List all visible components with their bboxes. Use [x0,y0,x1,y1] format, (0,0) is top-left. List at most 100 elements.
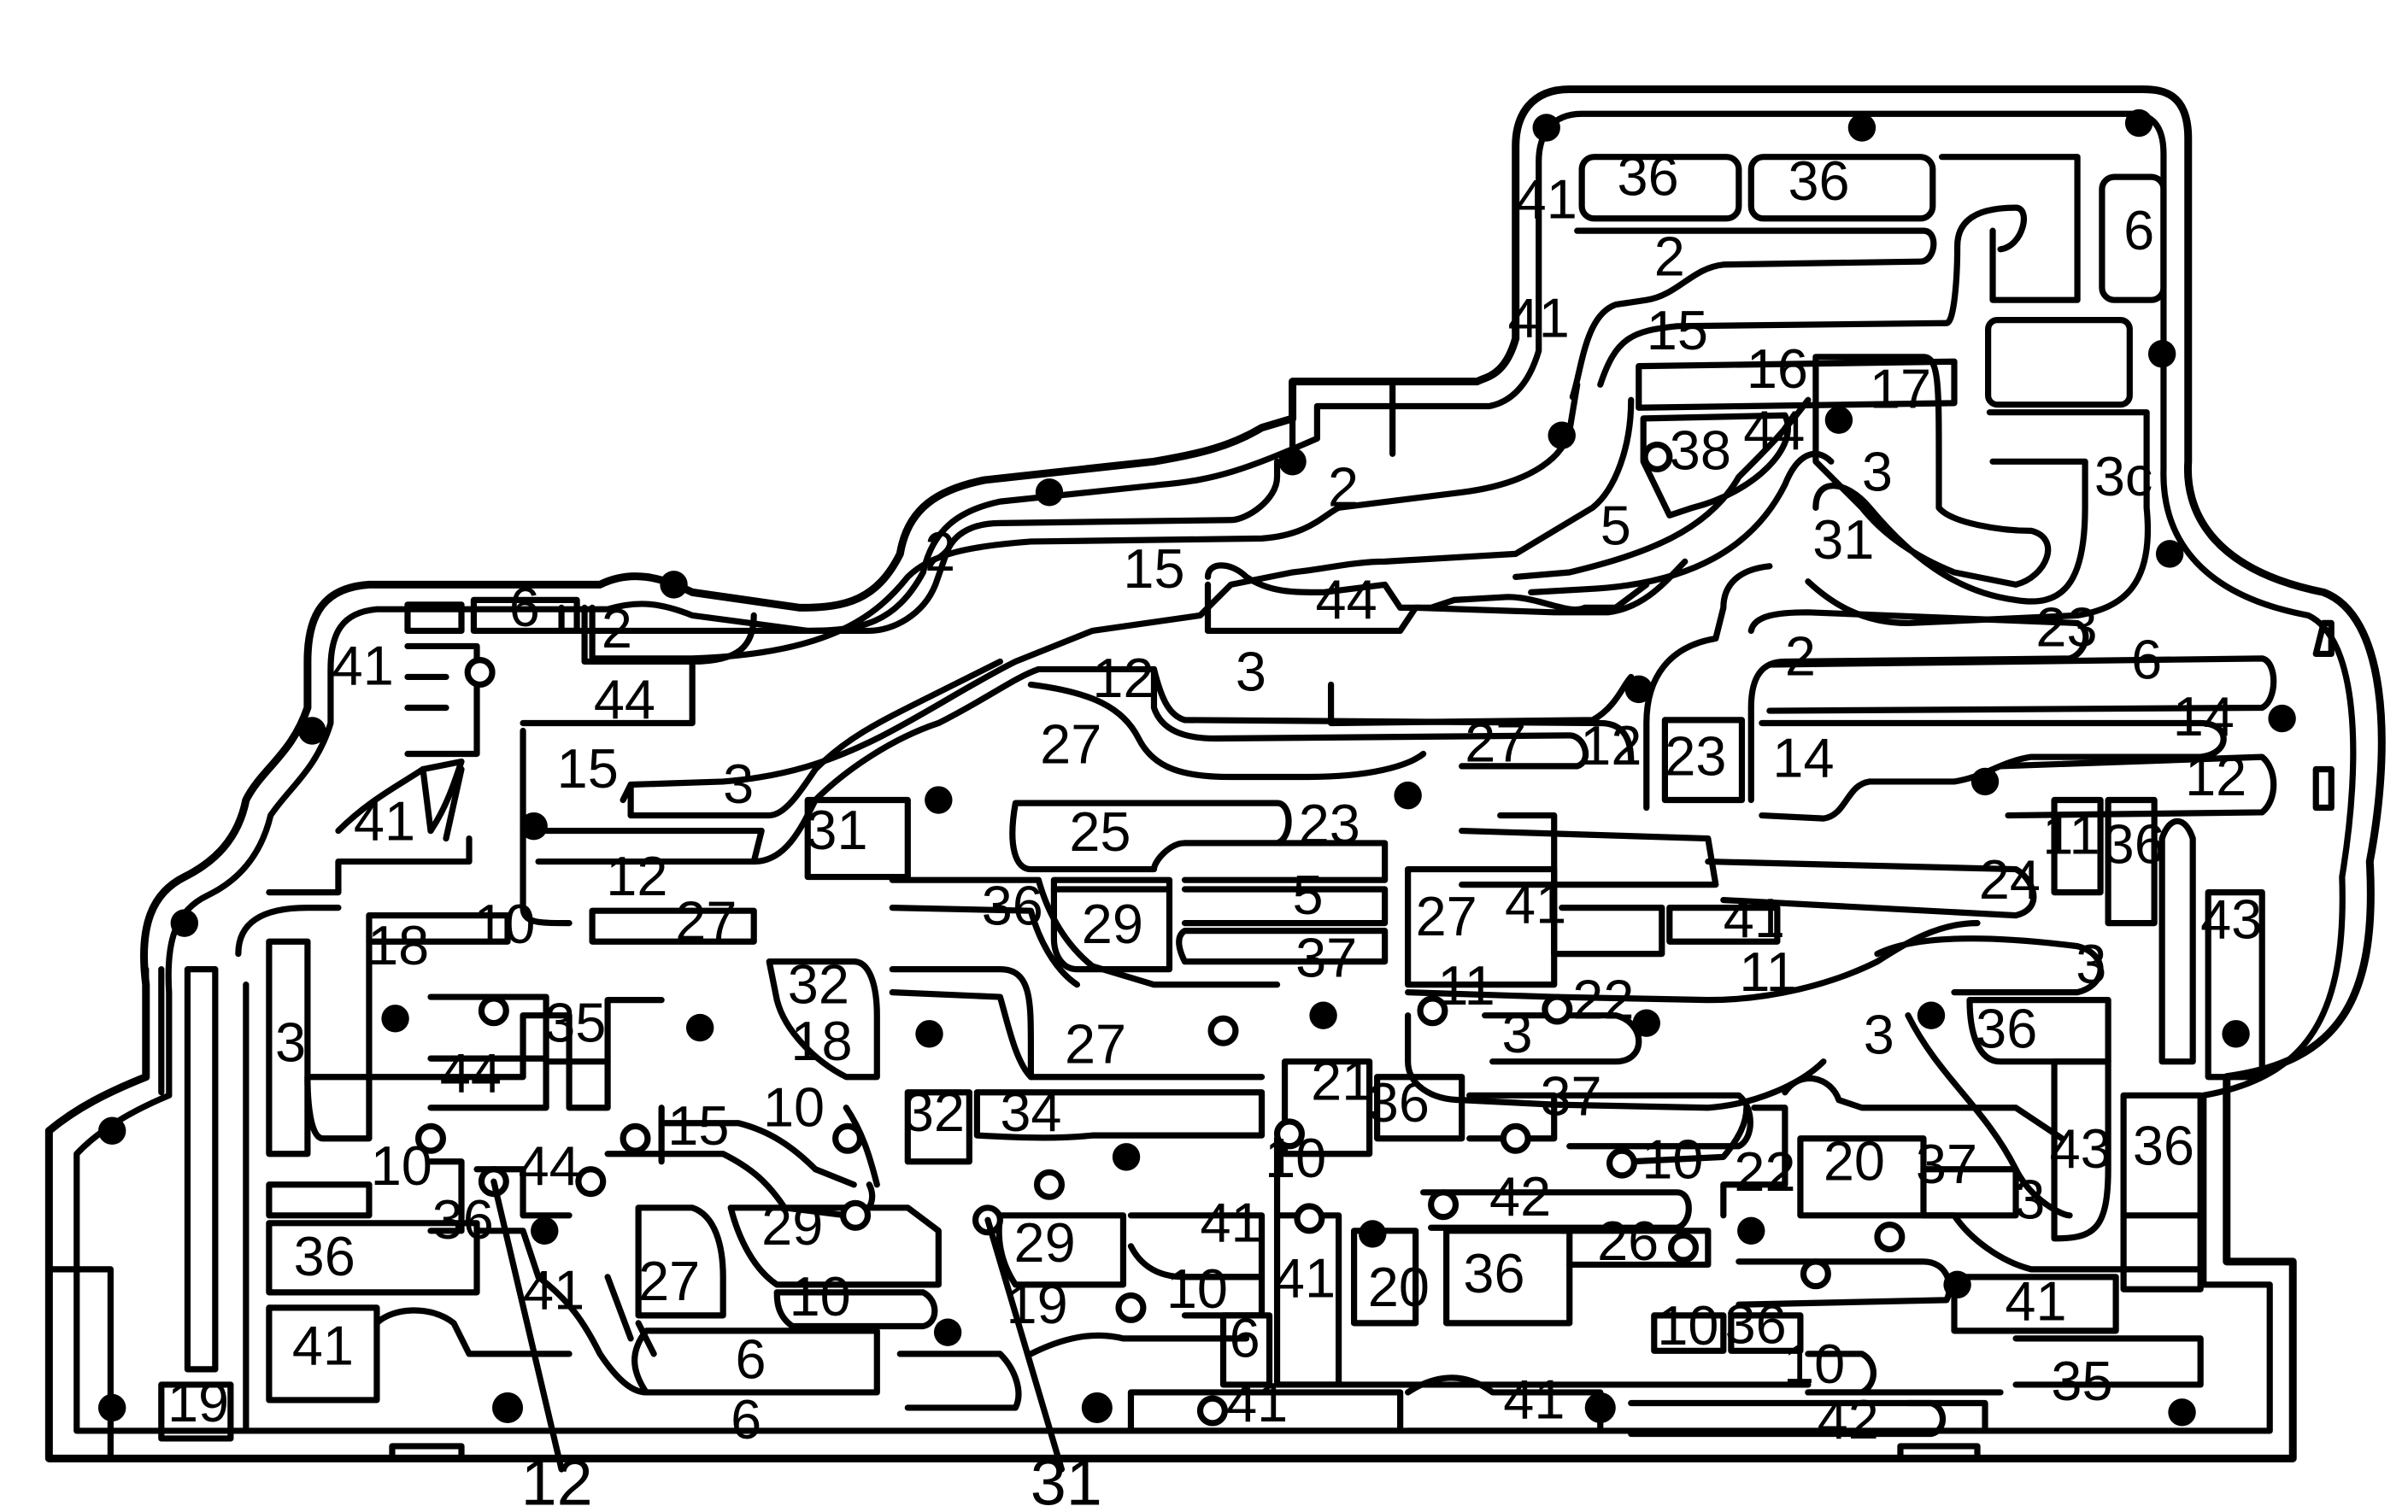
passage-label: 6 [2123,199,2154,261]
passage-label: 22 [1572,968,1634,1030]
passage-label: 36 [2104,812,2165,875]
passage-label: 3 [2014,1168,2045,1230]
passage-label: 37 [1916,1133,1977,1195]
passage-label: 36 [1788,149,1849,212]
passage-label: 29 [761,1194,823,1257]
passage-label: 11 [1437,954,1495,1017]
passage-label: 10 [1166,1257,1228,1320]
passage-label: 43 [2050,1117,2111,1180]
passage-label: 14 [2173,685,2235,747]
passage-label: 12 [1092,647,1154,709]
passage-label: 10 [371,1134,432,1197]
passage-label: 2 [1654,225,1685,287]
passage-label: 2 [1785,625,1816,688]
passage-label: 11 [2042,804,2100,866]
passage-label: 32 [788,952,849,1015]
bottom-tabs [389,1443,1981,1462]
passage-label: 25 [1069,800,1131,863]
passage-label: 10 [763,1075,825,1138]
passage-label: 36 [1725,1292,1787,1355]
passage-label: 6 [509,576,540,638]
passage-label: 26 [1597,1210,1659,1272]
passage-label: 10 [1265,1127,1326,1189]
passage-label: 27 [1416,885,1477,947]
passage-label: 10 [1783,1333,1845,1395]
passage-label: 16 [1747,337,1808,400]
passage-label: 41 [1226,1371,1288,1433]
passage-label: 41 [1274,1246,1336,1309]
passage-label: 22 [1734,1140,1795,1203]
passage-label: 41 [332,634,394,696]
passage-label: 6 [1230,1307,1260,1369]
passage-label: 44 [1743,399,1805,461]
passage-label: 36 [1368,1071,1430,1134]
callout-leaders [490,1178,1066,1473]
passage-label: 35 [544,991,606,1053]
passage-label: 15 [667,1094,729,1157]
passage-label: 34 [1000,1081,1061,1143]
bolt-holes [97,108,2296,1427]
passage-label: 21 [1311,1050,1372,1112]
passage-label: 3 [275,1011,306,1074]
passage-label: 17 [1870,357,1931,419]
passage-label: 44 [519,1134,580,1197]
passage-label: 15 [1647,299,1708,361]
passage-label: 38 [1670,419,1731,481]
passage-label: 23 [1665,725,1726,788]
passage-label: 36 [2133,1114,2194,1176]
left-slot [143,966,165,1096]
passage-label: 5 [1600,495,1631,557]
passage-label: 37 [1295,927,1357,989]
passage-label: 12 [1580,714,1642,777]
passage-label: 29 [1014,1211,1076,1274]
passage-label: 36 [1976,997,2037,1059]
passage-label: 6 [2131,628,2162,690]
passage-label: 10 [1657,1294,1718,1357]
passage-label: 2 [925,520,955,583]
top-tab-block [1289,378,1396,457]
passage-label: 3 [1862,441,1893,503]
passage-label: 27 [675,889,737,952]
passage-label: 44 [440,1042,502,1105]
passage-label: 44 [1316,568,1377,630]
passage-label: 20 [1824,1129,1885,1192]
body-outline [44,85,2386,1462]
passage-label: 41 [2005,1269,2066,1332]
passage-label: 31 [1812,508,1874,571]
passage-label: 3 [1501,1002,1532,1064]
passage-label: 10 [1642,1128,1703,1191]
passage-label: 41 [292,1315,354,1377]
passage-label: 15 [1123,537,1184,600]
passage-label: 10 [473,893,535,955]
passage-label: 41 [354,789,415,852]
passage-label: 3 [2076,933,2106,995]
channels [158,154,2335,1442]
passage-label: 27 [1065,1013,1126,1075]
passage-label: 20 [1368,1256,1430,1318]
passage-label: 42 [1489,1165,1551,1228]
passage-label: 6 [736,1328,766,1391]
passage-label: 5 [1293,864,1324,926]
passage-label: 6 [731,1388,761,1450]
passage-label: 18 [790,1010,852,1072]
passage-label: 29 [1082,893,1143,955]
passage-label: 36 [294,1225,355,1287]
passage-label: 3c [2094,445,2153,507]
passage-label: 12 [606,845,667,907]
passage-label: 24 [1979,848,2041,911]
passage-label: 27 [1465,712,1526,774]
passage-label: 23 [1299,793,1360,855]
passage-label: 42 [1818,1388,1879,1450]
passage-label: 3 [1864,1004,1894,1066]
passage-label: 12 [2185,745,2246,807]
passage-label: 3 [723,753,754,815]
passage-label: 36 [982,874,1043,936]
passage-label: 32 [903,1081,965,1143]
callout-12: 12 [521,1447,593,1508]
passage-label: 43 [2200,888,2262,951]
passage-label: 41 [1505,873,1566,935]
passage-label: 15 [557,737,619,800]
